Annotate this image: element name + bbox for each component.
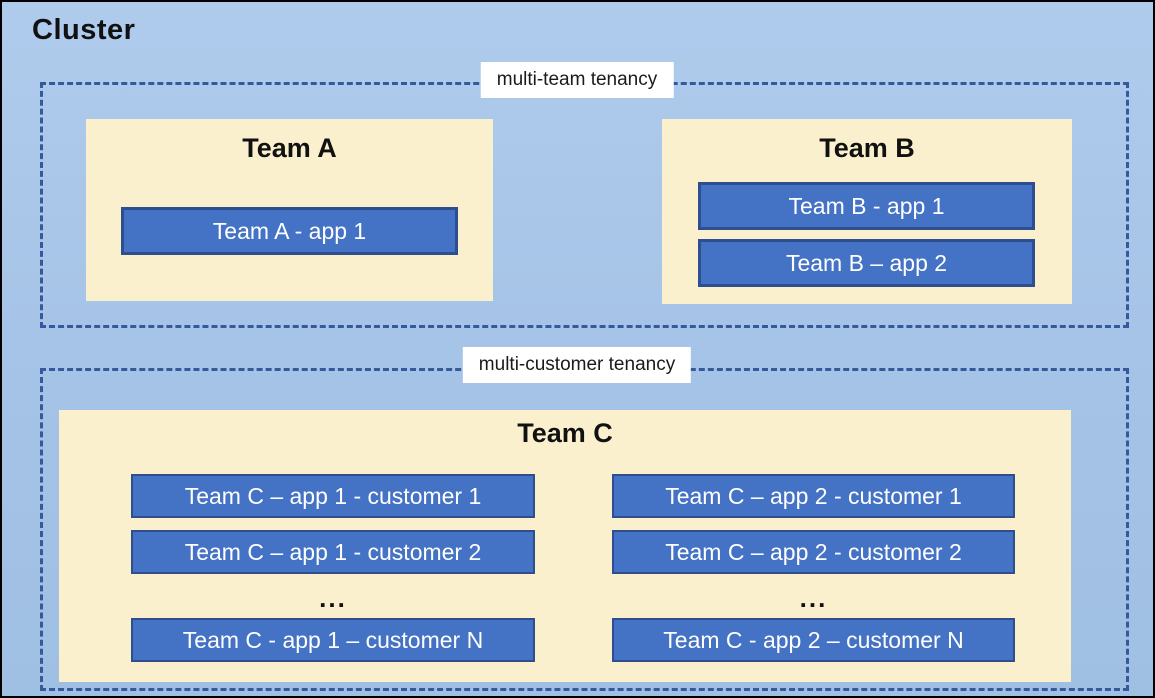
multi-team-tenancy-label: multi-team tenancy <box>480 62 674 98</box>
team-c-app1-ellipsis: ... <box>319 583 347 613</box>
team-c-app1-customer1-box: Team C – app 1 - customer 1 <box>131 474 535 518</box>
team-a-panel: Team A Team A - app 1 <box>86 119 493 301</box>
team-a-app-1-box: Team A - app 1 <box>121 207 458 255</box>
team-c-panel: Team C Team C – app 1 - customer 1 Team … <box>59 410 1071 682</box>
team-c-app2-customer1-box: Team C – app 2 - customer 1 <box>612 474 1015 518</box>
team-c-title: Team C <box>517 418 613 448</box>
cluster-title: Cluster <box>32 14 136 46</box>
team-c-app2-customer2-box: Team C – app 2 - customer 2 <box>612 530 1015 574</box>
team-b-app-2-box: Team B – app 2 <box>698 239 1035 287</box>
team-c-app2-customerN-box: Team C - app 2 – customer N <box>612 618 1015 662</box>
team-b-panel: Team B Team B - app 1 Team B – app 2 <box>662 119 1072 304</box>
team-c-app1-customer2-box: Team C – app 1 - customer 2 <box>131 530 535 574</box>
team-b-title: Team B <box>819 133 915 163</box>
team-a-title: Team A <box>242 133 337 163</box>
team-c-app-2-column: Team C – app 2 - customer 1 Team C – app… <box>612 474 1015 674</box>
team-b-app-1-box: Team B - app 1 <box>698 182 1035 230</box>
multi-customer-tenancy-label: multi-customer tenancy <box>462 347 692 383</box>
team-c-app-1-column: Team C – app 1 - customer 1 Team C – app… <box>131 474 535 674</box>
team-c-app2-ellipsis: ... <box>799 583 828 613</box>
team-c-app1-customerN-box: Team C - app 1 – customer N <box>131 618 535 662</box>
